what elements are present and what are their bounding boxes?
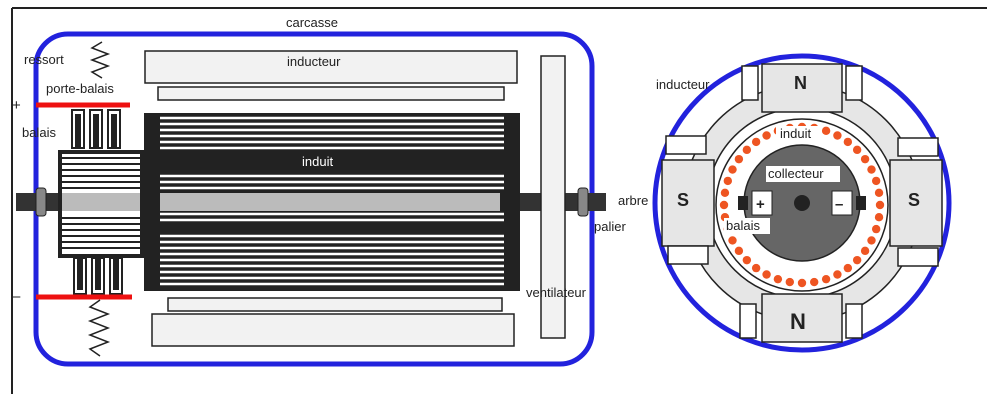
bearing-right	[577, 187, 589, 217]
label-porte-balais: porte-balais	[46, 81, 114, 96]
pole-n-top	[761, 63, 843, 113]
cross-section-view: + – N N S S inducteur induit collecteur …	[652, 53, 952, 353]
armature-conductor-dot	[810, 277, 819, 287]
label-ressort: ressort	[24, 52, 64, 67]
pole-s-right-slot-bottom	[897, 247, 939, 267]
label-minus-right: –	[835, 196, 843, 213]
pole-n-top-slot-right	[845, 65, 863, 101]
pole-n-bottom	[761, 293, 843, 343]
armature-conductor-dot	[860, 246, 870, 256]
label-plus-right: +	[756, 196, 765, 213]
armature-conductor-dot	[843, 263, 853, 273]
spring-bottom	[87, 299, 111, 357]
label-plus-left: +	[12, 97, 21, 114]
pole-s-left-slot-bottom	[667, 245, 709, 265]
pole-s-right	[889, 159, 943, 247]
label-collecteur: collecteur	[768, 166, 824, 181]
inducteur-top-inner	[157, 86, 505, 101]
armature-conductor-dot	[875, 200, 885, 210]
armature-conductor-dot	[874, 213, 884, 222]
pole-s-right-slot-top	[897, 137, 939, 157]
armature-conductor-dot	[843, 137, 853, 147]
label-balais-right: balais	[726, 218, 760, 233]
collector-shaft	[62, 193, 140, 211]
label-induit-right: induit	[780, 126, 811, 141]
brush-minus-box	[831, 190, 853, 216]
armature-conductor-dot	[785, 277, 794, 287]
armature-conductor-dot	[821, 126, 831, 136]
armature-windings	[160, 116, 504, 286]
armature-conductor-dot	[734, 246, 744, 256]
label-pole-n-bottom: N	[790, 309, 806, 334]
armature-conductor-dot	[751, 263, 761, 273]
armature-conductor-dot	[852, 145, 862, 155]
brush-plus-box	[751, 190, 773, 216]
brush-right-end	[856, 196, 866, 210]
armature-conductor-dot	[833, 131, 842, 140]
armature-conductor-dot	[723, 176, 733, 186]
induit-right-label-bg	[776, 126, 820, 142]
label-pole-n-top: N	[794, 73, 807, 93]
armature-conductor-dot	[821, 274, 831, 284]
armature-conductor-dot	[867, 165, 876, 174]
armature-conductor-dot	[742, 145, 752, 155]
shaft-inner	[160, 193, 500, 211]
label-inducteur-right: inducteur	[656, 77, 710, 92]
armature-conductor-dot	[871, 224, 881, 234]
armature-conductor-dot	[719, 200, 729, 210]
brush-holder-bottom	[73, 257, 123, 295]
brush-left-end	[738, 196, 748, 210]
label-pole-s-left: S	[677, 190, 689, 210]
pole-n-bottom-slot-left	[739, 303, 757, 339]
label-palier: palier	[594, 219, 626, 234]
armature-conductor-dot	[728, 165, 737, 174]
label-ventilateur: ventilateur	[526, 285, 587, 300]
armature-conductor-dot	[874, 188, 884, 197]
armature-conductor-dot	[742, 255, 752, 265]
pole-n-bottom-slot-right	[845, 303, 863, 339]
armature-conductor-dot	[720, 188, 730, 197]
armature-conductor-dot	[833, 270, 842, 279]
pole-s-left	[661, 159, 715, 247]
armature-conductor-dot	[762, 270, 771, 279]
pole-n-top-slot-left	[741, 65, 759, 101]
inducteur-bottom-inner	[167, 297, 503, 312]
armature-conductor-dot	[867, 236, 876, 245]
label-induit-left: induit	[302, 154, 333, 169]
ventilateur	[540, 55, 566, 339]
label-arbre: arbre	[618, 193, 648, 208]
bearing-left	[35, 187, 47, 217]
side-view: carcasse inducteur induit ventilateur	[12, 15, 648, 367]
balais-right-label-bg	[724, 218, 770, 234]
pole-s-left-slot-top	[665, 135, 707, 155]
label-inducteur-left: inducteur	[287, 54, 341, 69]
armature-conductor-dot	[797, 278, 807, 288]
armature-conductor-dot	[773, 274, 783, 284]
label-carcasse: carcasse	[286, 15, 338, 30]
collector-axis	[794, 195, 810, 211]
brush-holder-top	[71, 109, 121, 149]
collecteur-label-bg	[766, 166, 840, 182]
armature-conductor-dot	[751, 137, 761, 147]
spring-top	[89, 41, 111, 79]
collector-segments	[62, 157, 140, 249]
inducteur-bottom-outer	[151, 313, 515, 347]
armature-conductor-dot	[871, 176, 881, 186]
label-minus-left: –	[12, 288, 21, 305]
induit-label-bg	[290, 155, 360, 169]
armature-conductor-dot	[762, 131, 771, 140]
armature-conductor-dot	[734, 154, 744, 164]
label-balais-left: balais	[22, 125, 56, 140]
armature-conductor-dot	[860, 154, 870, 164]
inducteur-top-outer	[144, 50, 518, 84]
label-pole-s-right: S	[908, 190, 920, 210]
armature-conductor-dot	[728, 236, 737, 245]
armature-conductor-dot	[852, 255, 862, 265]
